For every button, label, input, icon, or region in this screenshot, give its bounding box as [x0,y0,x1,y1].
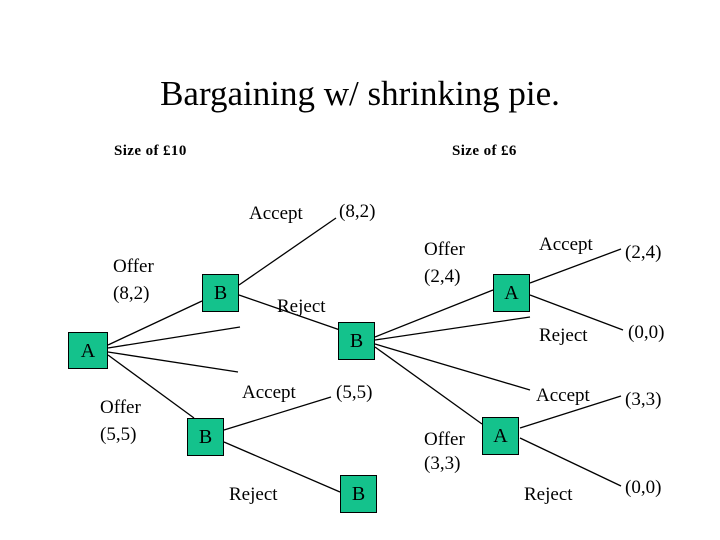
edge-label-reject-lower-right: Reject [524,484,573,505]
edge-label-accept-low: Accept [242,382,296,403]
node-B-top[interactable]: B [202,274,239,312]
edge-Blow-accept [223,396,332,431]
edge-Btop-accept [238,217,337,286]
payoff-payoff-8-2: (8,2) [339,201,376,222]
edge-label-reject-low: Reject [229,484,278,505]
edge-label-accept-lower-right: Accept [536,385,590,406]
edge-root-to-Bmid-aux [107,351,239,373]
node-B-low[interactable]: B [187,418,224,456]
edge-label-reject-upper-right: Reject [539,325,588,346]
edge-root-to-Btop [107,300,203,346]
edge-label-accept-top: Accept [249,203,303,224]
edge-label-reject-top: Reject [277,296,326,317]
node-player-label: A [493,425,508,447]
edge-root-to-upper-aux [107,326,241,349]
edge-Aupper-accept [529,248,622,284]
stage-label-left: Size of £10 [114,143,187,159]
edge-Bmid-to-Alower [374,346,483,425]
edge-root-to-Blow [107,354,195,419]
edge-Bmid-up-aux [374,316,531,341]
edge-Bmid-to-Aupper [374,289,494,338]
edge-Aupper-reject [529,294,624,331]
node-player-label: B [198,426,213,448]
node-player-label: A [504,282,519,304]
node-A-root[interactable]: A [68,332,108,369]
page-title: Bargaining w/ shrinking pie. [160,74,560,113]
node-player-label: B [213,282,228,304]
edge-Btop-reject [238,294,341,331]
node-player-label: B [349,330,364,352]
node-player-label: A [80,339,96,362]
edge-label-offer-3-3: Offer [424,429,465,450]
payoff-payoff-3-3: (3,3) [625,389,662,410]
payoff-payoff-5-5: (5,5) [336,382,373,403]
edge-label-offer-2-4: Offer (2,4) [424,239,465,287]
edge-Alower-reject [519,437,622,487]
edge-Alower-accept [519,395,622,429]
payoff-payoff-2-4: (2,4) [625,242,662,263]
edge-label-offer-3-3b: (3,3) [424,453,461,474]
node-B-mid[interactable]: B [338,322,375,360]
node-player-label: B [351,483,366,505]
payoff-payoff-0-0-lower: (0,0) [625,477,662,498]
stage-label-right: Size of £6 [452,143,517,159]
edge-label-accept-upper-right: Accept [539,234,593,255]
edge-label-offer-5-5: Offer (5,5) [100,397,141,445]
edge-Bmid-down-aux [374,343,531,391]
edge-label-offer-8-2: Offer (8,2) [113,256,154,304]
edge-Blow-reject [223,441,341,493]
node-B-bottom[interactable]: B [340,475,377,513]
node-A-upper-right[interactable]: A [493,274,530,312]
node-A-lower-right[interactable]: A [482,417,519,455]
payoff-payoff-0-0-upper: (0,0) [628,322,665,343]
